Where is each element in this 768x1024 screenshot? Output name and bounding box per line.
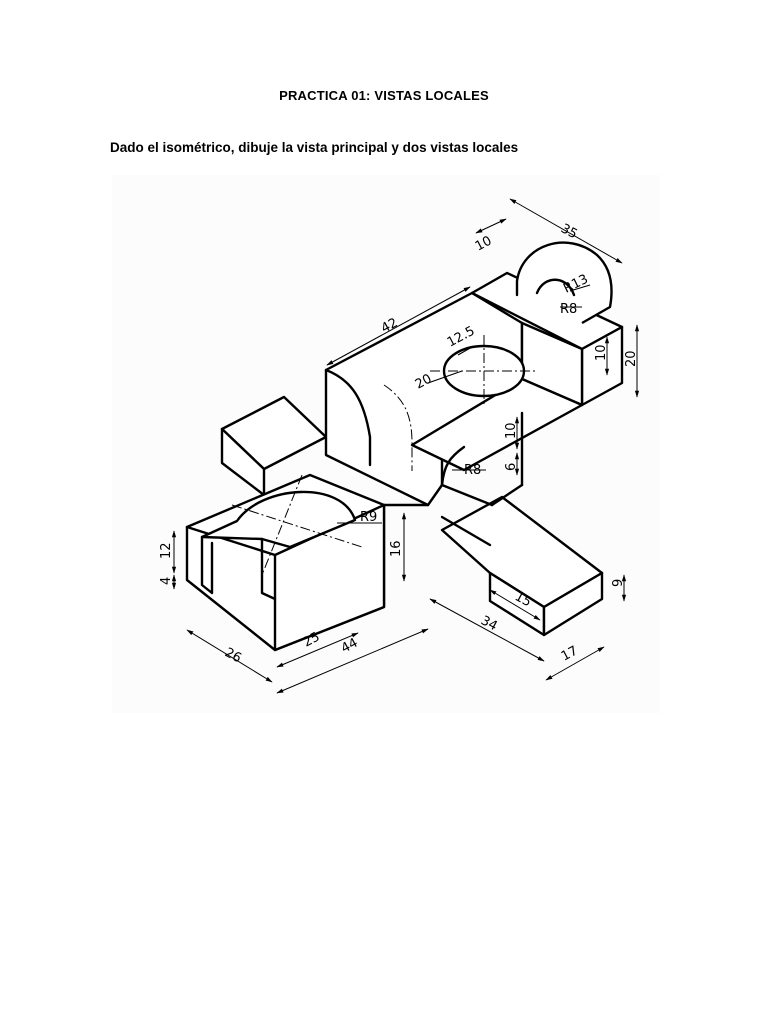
instructions-text: Dado el isométrico, dibuje la vista prin…: [110, 140, 519, 155]
dim-label: R8: [464, 463, 481, 478]
dim-label: 17: [559, 644, 581, 665]
dim-label: 42: [379, 316, 401, 337]
dim-label: 16: [389, 540, 404, 557]
dim-label: 35: [558, 221, 580, 242]
dimension-lines: [171, 198, 640, 694]
dim-label: 20: [624, 350, 639, 367]
dim-label: 44: [339, 636, 361, 657]
dim-label: 20: [413, 372, 435, 393]
isometric-drawing-svg: 35 10 R13 R8 42 12.5 20 10 20 10 6 R8 R9…: [159, 198, 640, 694]
dim-label: 25: [301, 630, 323, 651]
dim-label: 9: [611, 579, 626, 587]
dim-label: R8: [560, 302, 577, 317]
isometric-drawing: 35 10 R13 R8 42 12.5 20 10 20 10 6 R8 R9…: [112, 175, 660, 713]
dim-label: 26: [222, 645, 244, 666]
right-bar-shape: [440, 495, 604, 637]
dim-label: 10: [594, 344, 609, 361]
left-u-block-shape: [185, 473, 430, 652]
page-title: PRACTICA 01: VISTAS LOCALES: [279, 88, 489, 103]
dim-label: 4: [159, 577, 174, 585]
dim-label: 12: [159, 542, 174, 559]
dim-label: 34: [478, 613, 500, 634]
dim-label: 6: [504, 463, 519, 471]
dim-label: R9: [360, 510, 377, 525]
dimension-labels: 35 10 R13 R8 42 12.5 20 10 20 10 6 R8 R9…: [159, 221, 639, 666]
dim-label: 15: [512, 589, 534, 610]
dim-label: 10: [473, 234, 495, 255]
dim-label: 10: [504, 422, 519, 439]
